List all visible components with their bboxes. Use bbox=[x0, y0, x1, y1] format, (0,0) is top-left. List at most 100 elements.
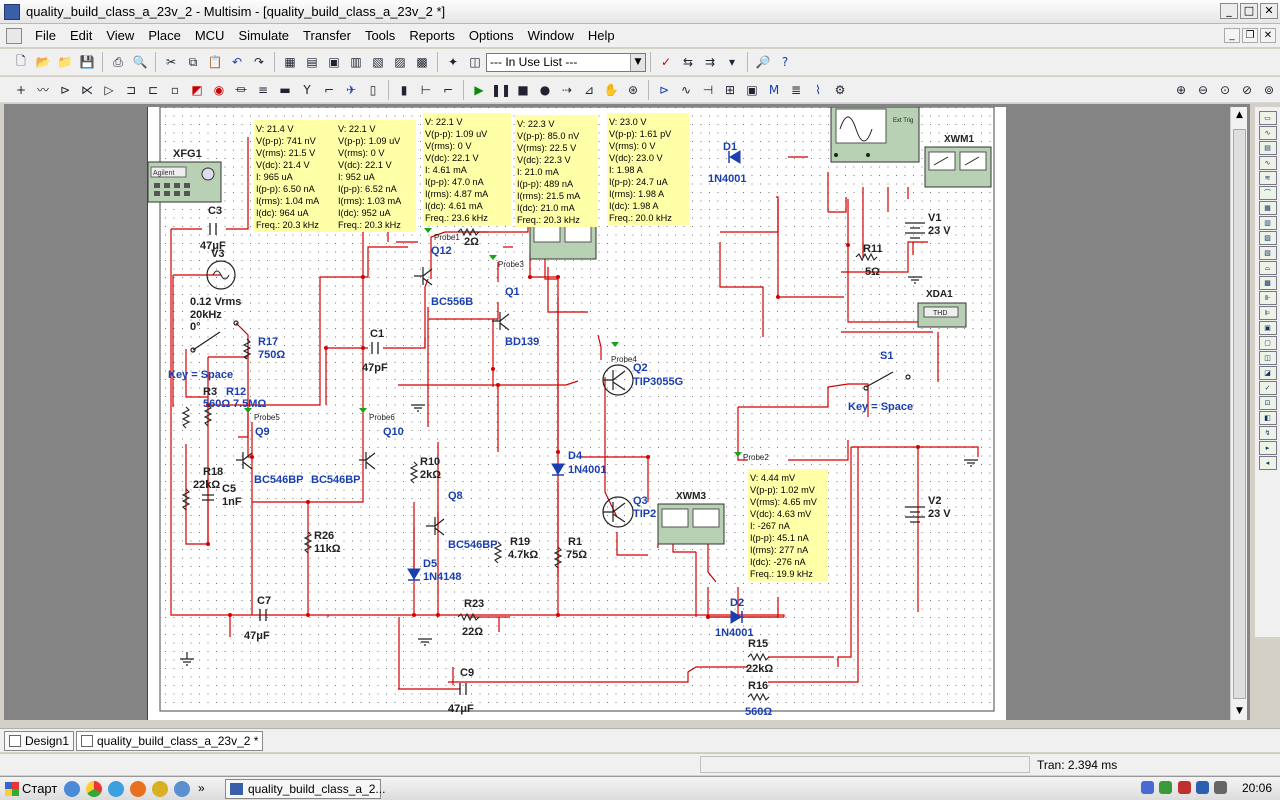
bus-icon[interactable]: ⊢ bbox=[420, 82, 432, 97]
zoom-icon[interactable]: 🔎 bbox=[755, 55, 771, 69]
probe-icon[interactable]: ⊿ bbox=[583, 82, 595, 97]
menu-simulate[interactable]: Simulate bbox=[238, 28, 290, 43]
menu-tools[interactable]: Tools bbox=[364, 28, 396, 43]
tab-design1[interactable]: Design1 bbox=[4, 731, 75, 751]
frequency-counter-icon[interactable]: ▦ bbox=[1258, 201, 1277, 215]
schematic-sheet[interactable]: Agilent XFG1 Ext Trig bbox=[147, 107, 1006, 720]
postprocess-icon[interactable]: ⊣ bbox=[702, 82, 714, 97]
menu-transfer[interactable]: Transfer bbox=[303, 28, 351, 43]
menu-options[interactable]: Options bbox=[468, 28, 514, 43]
stop-icon[interactable]: ■ bbox=[517, 82, 529, 97]
spectrum-analyzer-icon[interactable]: ⊪ bbox=[1258, 291, 1277, 305]
forward-annotate-icon[interactable]: ⇉ bbox=[704, 55, 716, 69]
tab-schematic[interactable]: quality_build_class_a_23v_2 * bbox=[76, 731, 264, 751]
zoom-in-icon[interactable]: ⊕ bbox=[1175, 82, 1187, 97]
open-icon[interactable]: 📂 bbox=[35, 55, 51, 69]
run-icon[interactable]: ▶ bbox=[474, 82, 484, 97]
logic-converter-icon[interactable]: ▨ bbox=[1258, 231, 1277, 245]
menu-reports[interactable]: Reports bbox=[409, 28, 455, 43]
extra-instrument-icon[interactable]: ▸ bbox=[1258, 441, 1277, 455]
doc-restore-button[interactable]: ❐ bbox=[1242, 28, 1258, 43]
database-icon[interactable]: ▣ bbox=[328, 55, 340, 69]
step-icon[interactable]: ⇢ bbox=[561, 82, 573, 97]
volume-icon[interactable] bbox=[1196, 781, 1210, 794]
basic-icon[interactable]: 〰 bbox=[36, 83, 49, 97]
component-icon[interactable]: ◫ bbox=[469, 55, 481, 69]
ni-component-icon[interactable]: ✈ bbox=[345, 82, 357, 97]
scroll-up-icon[interactable]: ▲ bbox=[1236, 110, 1243, 120]
scroll-down-icon[interactable]: ▼ bbox=[1236, 706, 1243, 716]
multimeter-probe3[interactable] bbox=[529, 221, 597, 260]
hierarchical-block-icon[interactable]: ▮ bbox=[400, 82, 408, 97]
word-generator-icon[interactable]: ▥ bbox=[1258, 216, 1277, 230]
indicator-icon[interactable]: ◉ bbox=[213, 82, 225, 97]
network-analyzer-icon[interactable]: ⊫ bbox=[1258, 306, 1277, 320]
document-icon[interactable] bbox=[6, 27, 22, 44]
postprocessor-icon[interactable]: ▧ bbox=[372, 55, 384, 69]
misc-digital-icon[interactable]: ▫ bbox=[170, 82, 180, 97]
chrome-icon[interactable] bbox=[86, 781, 102, 797]
place-probe-icon[interactable]: ▣ bbox=[746, 82, 758, 97]
agilent-scope-icon[interactable]: ◫ bbox=[1258, 351, 1277, 365]
cut-icon[interactable]: ✂ bbox=[165, 55, 177, 69]
save-icon[interactable]: 💾 bbox=[79, 55, 95, 69]
cmos-icon[interactable]: ⊏ bbox=[147, 82, 159, 97]
redo-icon[interactable]: ↷ bbox=[253, 55, 265, 69]
ni-elvis-icon[interactable]: ⚙ bbox=[834, 82, 846, 97]
oscilloscope-icon[interactable]: ∿ bbox=[1258, 156, 1277, 170]
copy-icon[interactable]: ⧉ bbox=[188, 54, 198, 69]
start-button[interactable]: Старт bbox=[2, 779, 57, 799]
menu-window[interactable]: Window bbox=[527, 28, 574, 43]
interactive-icon[interactable]: ● bbox=[539, 82, 551, 97]
scrollbar-thumb[interactable] bbox=[1233, 129, 1246, 699]
sheet-icon[interactable]: ▩ bbox=[416, 55, 428, 69]
component-wizard-icon[interactable]: ▨ bbox=[394, 55, 406, 69]
multimeter-xwm1[interactable] bbox=[924, 146, 992, 188]
network-icon[interactable] bbox=[1159, 781, 1173, 794]
logic-analyzer-icon[interactable]: ▧ bbox=[1258, 246, 1277, 260]
media-icon[interactable] bbox=[174, 781, 190, 797]
overflow-chevron-icon[interactable]: » bbox=[198, 781, 205, 795]
ni-elvis-instrument-icon[interactable]: ◧ bbox=[1258, 411, 1277, 425]
function-generator-icon[interactable]: ∿ bbox=[1258, 126, 1277, 140]
iv-analyzer-icon[interactable]: ⌓ bbox=[1258, 261, 1277, 275]
align-icon[interactable]: ≣ bbox=[790, 82, 802, 97]
new-icon[interactable]: 🗋 bbox=[16, 53, 26, 68]
current-probe-icon[interactable]: ↯ bbox=[1258, 426, 1277, 440]
zoom-fit-icon[interactable]: ⊘ bbox=[1241, 82, 1253, 97]
distortion-analyzer-icon[interactable]: ▩ bbox=[1258, 276, 1277, 290]
chromium-icon[interactable] bbox=[152, 781, 168, 797]
pause-icon[interactable]: ❚❚ bbox=[490, 82, 512, 97]
full-screen-icon[interactable]: ⊚ bbox=[1263, 82, 1275, 97]
grapher-icon[interactable]: ▥ bbox=[350, 55, 362, 69]
menu-file[interactable]: File bbox=[35, 28, 56, 43]
design-toolbox-icon[interactable]: ▦ bbox=[284, 55, 296, 69]
maximize-button[interactable]: □ bbox=[1240, 3, 1258, 19]
zoom-out-icon[interactable]: ⊖ bbox=[1197, 82, 1209, 97]
taskbar-multisim-button[interactable]: quality_build_class_a_2... bbox=[225, 779, 385, 799]
explorer-icon[interactable] bbox=[64, 781, 80, 797]
instrument-icon[interactable]: ⊞ bbox=[724, 82, 736, 97]
measure-icon[interactable]: M bbox=[768, 82, 780, 97]
transfer-dropdown-icon[interactable]: ▾ bbox=[728, 55, 736, 69]
language-icon[interactable] bbox=[1214, 781, 1228, 794]
source-icon[interactable]: + bbox=[15, 82, 27, 97]
multimeter-xwm3[interactable] bbox=[657, 503, 725, 545]
menu-edit[interactable]: Edit bbox=[69, 28, 93, 43]
menu-help[interactable]: Help bbox=[587, 28, 615, 43]
schematic-canvas[interactable]: Agilent XFG1 Ext Trig bbox=[148, 107, 1006, 720]
ie-icon[interactable] bbox=[108, 781, 124, 797]
firefox-icon[interactable] bbox=[130, 781, 146, 797]
analog-icon[interactable]: ▷ bbox=[104, 82, 114, 97]
security-icon[interactable] bbox=[1177, 781, 1191, 794]
paste-icon[interactable]: 📋 bbox=[207, 55, 223, 69]
diode-icon[interactable]: ⊳ bbox=[59, 82, 71, 97]
rf-icon[interactable]: Y bbox=[303, 82, 311, 97]
multimeter-icon[interactable]: ▭ bbox=[1258, 111, 1277, 125]
doc-minimize-button[interactable]: _ bbox=[1224, 28, 1240, 43]
advanced-peripherals-icon[interactable]: ▬ bbox=[279, 82, 291, 97]
mcu-icon[interactable]: ▯ bbox=[369, 82, 377, 97]
minimize-button[interactable]: _ bbox=[1220, 3, 1238, 19]
menu-view[interactable]: View bbox=[106, 28, 135, 43]
four-channel-scope-icon[interactable]: ≋ bbox=[1258, 171, 1277, 185]
